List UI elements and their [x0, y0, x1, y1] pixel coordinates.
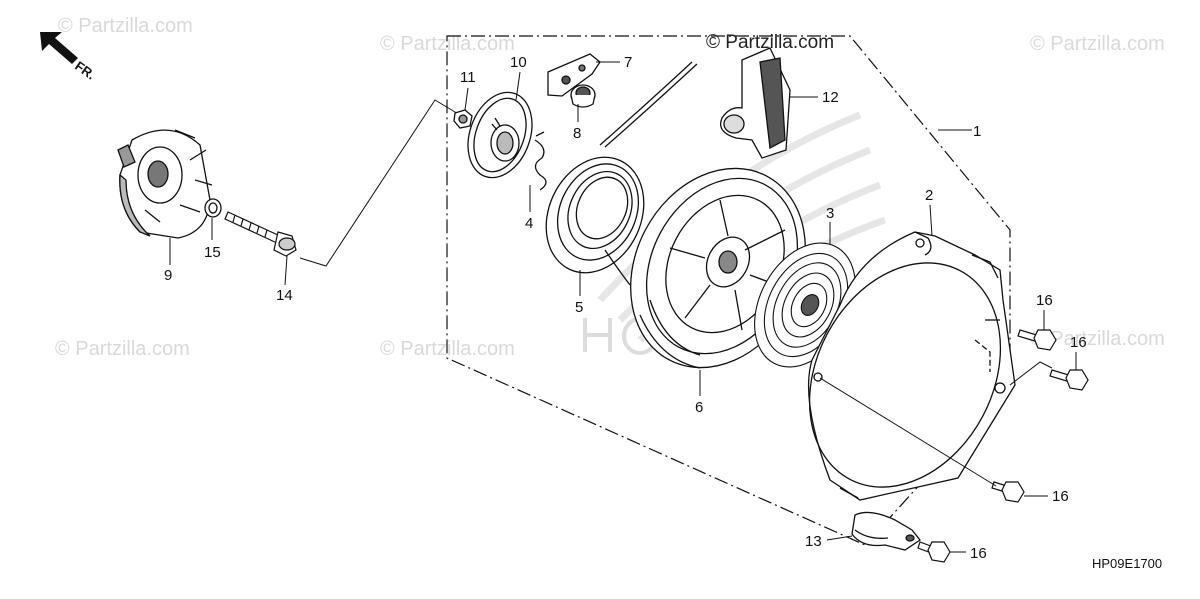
front-direction-arrow: FR. [40, 32, 98, 82]
callout-leaders [169, 61, 1077, 553]
callout-15: 15 [204, 244, 221, 261]
part-5-starter-rope [545, 61, 698, 286]
callout-9: 9 [164, 267, 172, 284]
part-16-bolts [917, 329, 1089, 563]
part-13-rope-guide [851, 511, 921, 551]
faint-watermarks: © Partzilla.com © Partzilla.com © Partzi… [55, 15, 1165, 360]
callout-16-right: 16 [1070, 334, 1087, 351]
bolt-alignment-leader [299, 99, 461, 267]
part-9-drive-pulley [117, 129, 213, 239]
front-label: FR. [72, 58, 98, 82]
callout-3: 3 [826, 205, 834, 222]
watermark-top-center: © Partzilla.com [380, 33, 515, 55]
part-12-rope-handle [719, 47, 791, 159]
watermark-mid-left: © Partzilla.com [55, 338, 190, 360]
callout-5: 5 [575, 299, 583, 316]
callout-16-lower: 16 [1052, 488, 1069, 505]
callout-11: 11 [460, 69, 476, 86]
part-10-friction-plate [467, 91, 533, 179]
callout-7: 7 [624, 54, 632, 71]
callout-16-top: 16 [1036, 292, 1053, 309]
callout-6: 6 [695, 399, 703, 416]
watermark-top-left: © Partzilla.com [58, 15, 193, 37]
callout-4: 4 [525, 215, 533, 232]
watermark-top-right: © Partzilla.com [1030, 33, 1165, 55]
watermark-primary: © Partzilla.com [706, 32, 834, 53]
part-2-starter-case [807, 231, 1016, 501]
callout-2: 2 [925, 187, 933, 204]
callout-12: 12 [822, 89, 839, 106]
callout-13: 13 [805, 533, 822, 550]
callout-14: 14 [276, 287, 293, 304]
callout-10: 10 [510, 54, 527, 71]
callout-numbers: 1 2 3 4 5 6 7 8 9 10 11 12 13 14 15 16 1… [164, 54, 1087, 562]
part-4-ratchet-spring [534, 131, 547, 191]
callout-1: 1 [973, 123, 981, 140]
part-15-washer [204, 198, 222, 218]
drawing-code: HP09E1700 [1092, 556, 1162, 571]
part-11-nut [453, 109, 473, 129]
part-14-flange-bolt [224, 211, 297, 257]
part-8-spring-cap [570, 84, 596, 108]
part-7-ratchet [547, 53, 601, 97]
callout-8: 8 [573, 125, 581, 142]
callout-16-bottom: 16 [970, 545, 987, 562]
assembly-outline [446, 35, 1011, 546]
watermark-mid-right: © Partzilla.com [1030, 328, 1165, 350]
